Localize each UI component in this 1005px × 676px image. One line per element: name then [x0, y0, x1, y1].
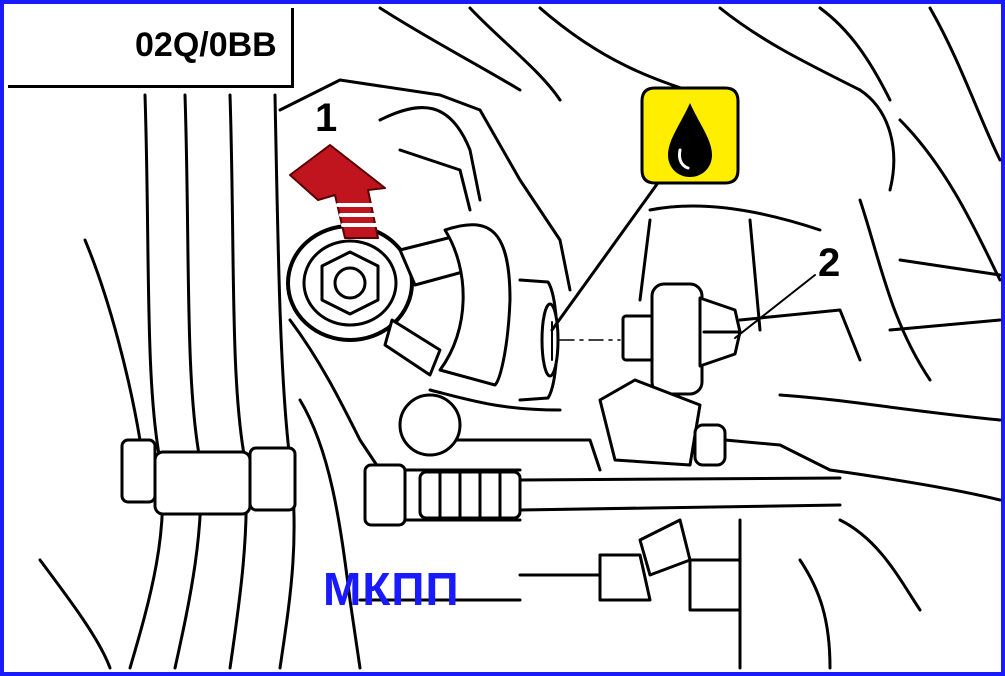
- transmission-code: 02Q/0BB: [135, 26, 277, 64]
- drain-plug: [621, 282, 742, 396]
- oil-port: [518, 278, 621, 402]
- sensor-connector: [398, 378, 832, 472]
- caption-label: МКПП: [323, 563, 460, 615]
- lower-fitting: [598, 518, 742, 612]
- callout-number-2: 2: [818, 241, 841, 285]
- callout-leader-oil: [550, 178, 662, 332]
- background-lines: [358, 6, 1002, 670]
- callout-number-1: 1: [315, 96, 338, 140]
- transmission-code-box: 02Q/0BB: [8, 8, 294, 88]
- fuel-lines: [363, 463, 842, 527]
- hose-bundle: [38, 93, 297, 670]
- gearbox-housing: [278, 78, 602, 670]
- oil-drop-icon: [640, 86, 740, 185]
- rotation-arrow: [289, 144, 386, 239]
- callout-leader-2: [734, 274, 816, 339]
- filler-plug-wrench: [286, 223, 512, 387]
